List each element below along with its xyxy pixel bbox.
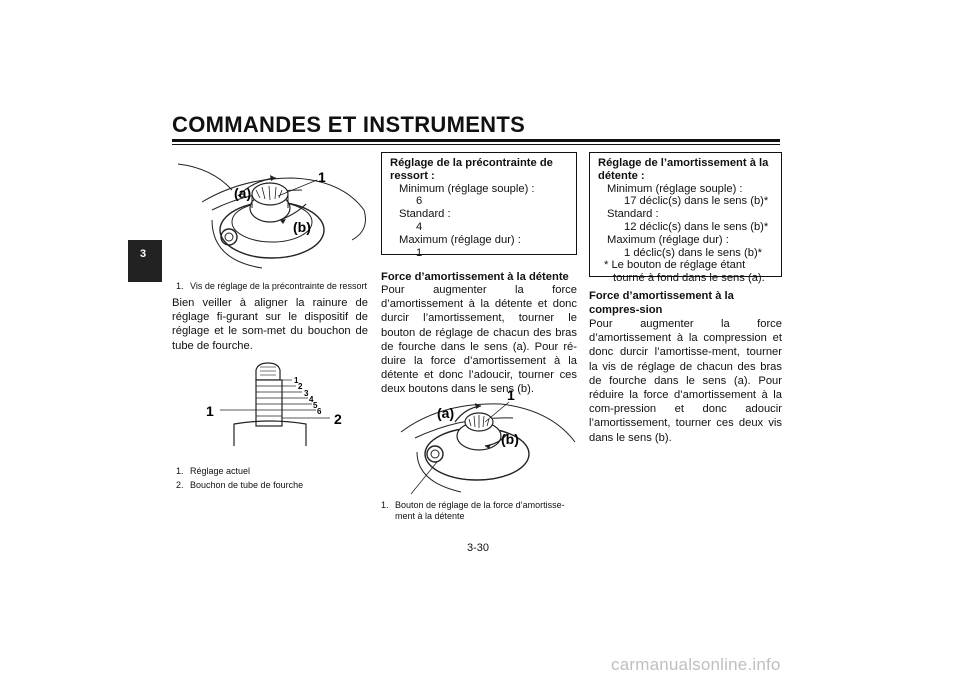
scale-mark-3: 3	[304, 389, 309, 398]
box-value: 12 déclic(s) dans le sens (b)*	[624, 220, 769, 233]
scale-mark-5: 5	[313, 401, 318, 410]
rebound-heading: Force d’amortissement à la détente	[381, 271, 569, 283]
page-number: 3-30	[467, 542, 490, 554]
figure3-caption: 1. Bouton de réglage de la force d’amort…	[381, 500, 577, 522]
caption-text: Bouton de réglage de la force d’amortiss…	[395, 500, 565, 521]
rebound-adjuster-illustration: (a) (b) 1	[400, 387, 576, 495]
preload-adjuster-illustration: (a) (b) 1	[177, 163, 366, 269]
caption-item: 1. Réglage actuel	[176, 466, 376, 477]
box-heading: Réglage de l’amortissement à la détente …	[598, 157, 769, 182]
label-direction-a: (a)	[437, 405, 454, 421]
box-row: Minimum (réglage souple) :	[607, 182, 743, 195]
compression-heading: Force d’amortissement à la compres-sion	[589, 290, 734, 317]
box-value: 1	[416, 246, 423, 259]
figure-rebound-adjuster: (a) (b) 1	[381, 382, 581, 497]
figure-preload-scale: 1 2 3 4 5 6 1 2	[200, 358, 360, 446]
box-heading: Réglage de la précontrainte de ressort :	[390, 157, 553, 182]
rebound-settings-box: Réglage de l’amortissement à la détente …	[589, 152, 782, 284]
preload-settings-box: Réglage de la précontrainte de ressort :…	[381, 152, 577, 259]
box-value: 1 déclic(s) dans le sens (b)*	[624, 246, 763, 259]
box-value: 6	[416, 195, 423, 208]
title-rule-thin	[172, 144, 780, 145]
box-row: Minimum (réglage souple) :	[399, 182, 535, 195]
preload-scale-illustration: 1 2 3 4 5 6 1 2	[206, 362, 342, 446]
compression-paragraph: Pour augmenter la force d’amortissement …	[589, 318, 782, 444]
alignment-paragraph: Bien veiller à aligner la rainure de rég…	[172, 297, 368, 352]
caption-number: 2.	[176, 480, 184, 490]
chapter-tab	[128, 240, 162, 282]
label-callout-1: 1	[206, 403, 214, 419]
label-callout-1: 1	[318, 169, 326, 185]
label-callout-1: 1	[507, 387, 515, 403]
scale-mark-2: 2	[298, 382, 303, 391]
scale-mark-6: 6	[317, 407, 322, 416]
figure-preload-adjuster: (a) (b) 1	[172, 150, 372, 275]
label-callout-2: 2	[334, 411, 342, 427]
caption-number: 1.	[176, 466, 184, 476]
box-value: 17 déclic(s) dans le sens (b)*	[624, 195, 769, 208]
chapter-tab-number: 3	[140, 248, 147, 260]
box-footnote: * Le bouton de réglage étant tourné à fo…	[604, 259, 765, 285]
figure1-caption: 1. Vis de réglage de la précontrainte de…	[176, 281, 382, 292]
caption-number: 1.	[381, 500, 389, 510]
caption-item: 2. Bouchon de tube de fourche	[176, 480, 376, 491]
box-row: Maximum (réglage dur) :	[399, 233, 521, 246]
label-direction-b: (b)	[501, 431, 519, 447]
rebound-paragraph: Pour augmenter la force d’amortissement …	[381, 284, 577, 396]
box-row: Standard :	[607, 208, 659, 221]
label-direction-b: (b)	[293, 219, 311, 235]
box-value: 4	[416, 220, 423, 233]
box-row: Standard :	[399, 208, 451, 221]
box-row: Maximum (réglage dur) :	[607, 233, 729, 246]
caption-text: Vis de réglage de la précontrainte de re…	[190, 281, 367, 291]
watermark: carmanualsonline.info	[611, 655, 781, 674]
scale-mark-4: 4	[309, 395, 314, 404]
title-rule-thick	[172, 139, 780, 142]
caption-number: 1.	[176, 281, 184, 291]
scale-mark-1: 1	[294, 376, 299, 385]
label-direction-a: (a)	[234, 185, 251, 201]
caption-text: Bouchon de tube de fourche	[190, 480, 304, 490]
page-title: COMMANDES ET INSTRUMENTS	[172, 112, 526, 137]
figure2-caption: 1. Réglage actuel 2. Bouchon de tube de …	[176, 466, 376, 491]
caption-text: Réglage actuel	[190, 466, 251, 476]
